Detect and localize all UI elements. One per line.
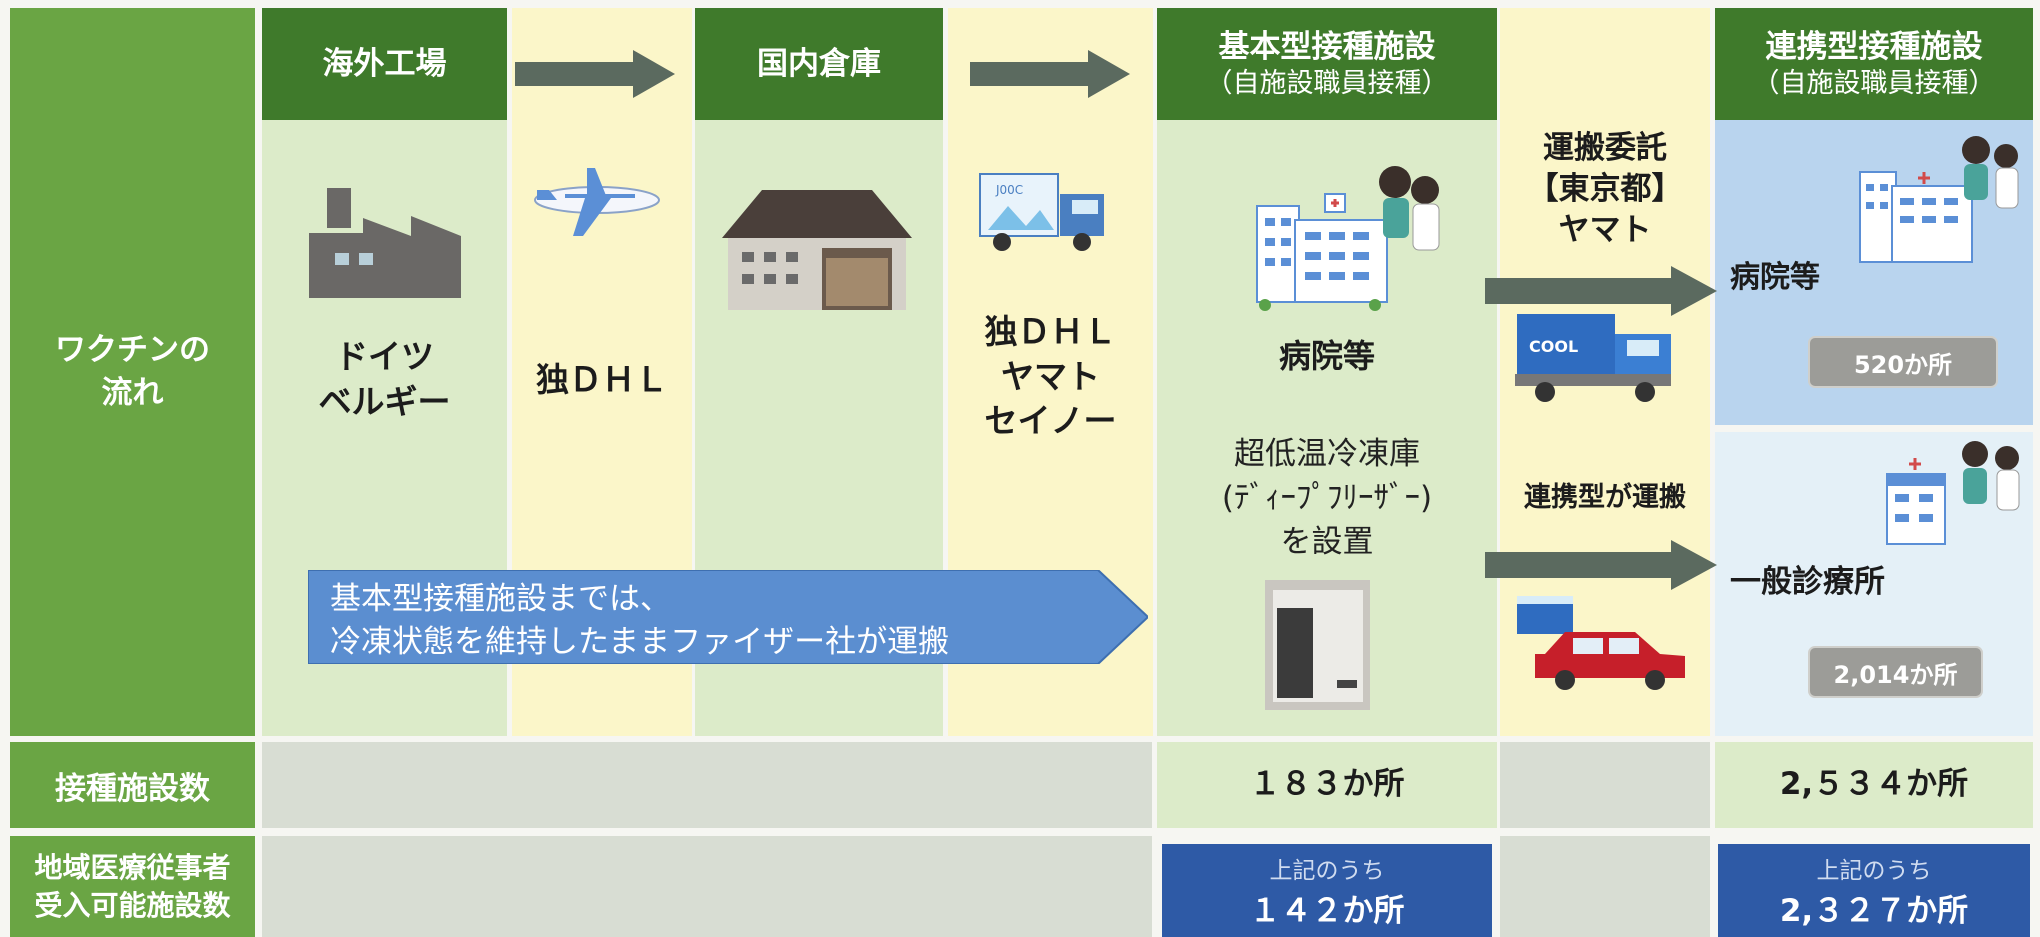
warehouse-icon	[722, 190, 912, 310]
freezer-icon	[1265, 580, 1370, 710]
linked-hospital-label: 病院等	[1730, 260, 1820, 295]
facility-count-empty	[262, 742, 1152, 828]
linked-carry-label: 連携型が運搬	[1524, 482, 1686, 513]
facility-count-basic: １８３か所	[1157, 742, 1497, 828]
header-warehouse: 国内倉庫	[695, 8, 943, 120]
consign-label: 運搬委託 【東京都】 ヤマト	[1527, 130, 1683, 248]
linked-carry-arrow	[1485, 540, 1717, 590]
row-header-facility-count: 接種施設数	[10, 742, 255, 828]
regional-gap	[1500, 836, 1710, 937]
regional-basic: 上記のうち １４２か所	[1162, 844, 1492, 937]
pfizer-note-text: 基本型接種施設までは、 冷凍状態を維持したままファイザー社が運搬	[330, 581, 950, 661]
header-arrow-2	[970, 50, 1130, 98]
regional-linked: 上記のうち 2,３２７か所	[1718, 844, 2030, 937]
clinic-count: 2,014か所	[1808, 646, 1983, 698]
regional-empty	[262, 836, 1152, 937]
regional-linked-value: 2,３２７か所	[1779, 893, 1969, 929]
regional-basic-label: 上記のうち	[1269, 858, 1385, 884]
header-warehouse-label: 国内倉庫	[757, 45, 881, 82]
svg-text:COOL: COOL	[1529, 337, 1578, 356]
row-header-regional: 地域医療従事者 受入可能施設数	[10, 836, 255, 937]
header-linked: 連携型接種施設 （自施設職員接種）	[1715, 8, 2033, 120]
header-basic-sub: （自施設職員接種）	[1205, 67, 1449, 99]
linked-hospital-icon	[1859, 136, 2019, 263]
header-arrow-1	[515, 50, 675, 98]
clinic-icon	[1886, 441, 2020, 545]
carrier2-label: 独ＤＨＬ ヤマト セイノー	[984, 312, 1117, 441]
regional-linked-label: 上記のうち	[1816, 858, 1932, 884]
basic-hospital-label: 病院等	[1278, 337, 1375, 375]
header-factory-label: 海外工場	[322, 45, 447, 82]
facility-count-gap	[1500, 742, 1710, 828]
cool-truck-icon-2: COOL	[1515, 314, 1671, 402]
consign-arrow	[1485, 266, 1717, 316]
clinic-label: 一般診療所	[1730, 564, 1885, 600]
hospital-icon	[1256, 166, 1440, 311]
carrier1-label: 独ＤＨＬ	[536, 360, 668, 399]
factory-icon	[309, 188, 461, 298]
facility-count-linked: 2,５３４か所	[1715, 742, 2033, 828]
header-factory: 海外工場	[262, 8, 507, 120]
header-linked-sub: （自施設職員接種）	[1752, 67, 1996, 99]
airplane-icon	[534, 168, 660, 236]
cool-truck-icon: J00C	[979, 173, 1104, 251]
header-linked-label: 連携型接種施設	[1765, 28, 1983, 65]
pfizer-note-arrow: 基本型接種施設までは、 冷凍状態を維持したままファイザー社が運搬	[308, 570, 1148, 664]
linked-hospital-count: 520か所	[1808, 336, 1998, 388]
header-basic: 基本型接種施設 （自施設職員接種）	[1157, 8, 1497, 120]
factory-place: ドイツ ベルギー	[318, 337, 451, 421]
car-icon	[1517, 596, 1685, 690]
svg-text:J00C: J00C	[995, 183, 1023, 197]
header-basic-label: 基本型接種施設	[1218, 28, 1436, 65]
regional-basic-value: １４２か所	[1249, 893, 1405, 929]
row-header-flow: ワクチンの 流れ	[10, 8, 255, 736]
freezer-label: 超低温冷凍庫 (ﾃﾞｨｰﾌﾟﾌﾘｰｻﾞｰ) を設置	[1221, 436, 1433, 561]
